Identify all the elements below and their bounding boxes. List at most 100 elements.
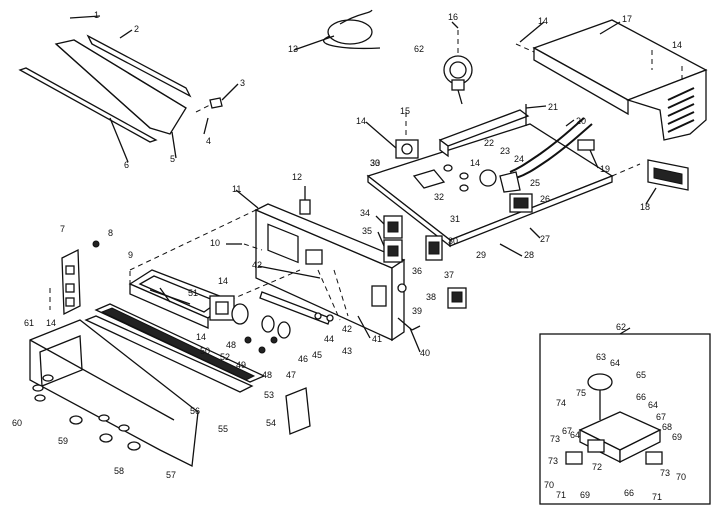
label-66a: 66 [636, 392, 646, 402]
part-38 [447, 287, 467, 309]
socket-12 [299, 186, 311, 215]
label-75: 75 [576, 388, 586, 398]
front-rail-52 [94, 303, 266, 383]
label-20: 20 [576, 116, 586, 126]
label-50: 50 [200, 346, 210, 356]
label-51: 51 [188, 288, 198, 298]
label-32: 32 [434, 192, 444, 202]
label-1: 1 [94, 10, 99, 20]
label-12: 12 [292, 172, 302, 182]
element-51 [209, 295, 235, 321]
label-14c: 14 [356, 116, 366, 126]
control-panel-61 [29, 319, 199, 467]
label-37: 37 [444, 270, 454, 280]
label-73a: 73 [550, 434, 560, 444]
screw-39 [397, 283, 407, 293]
label-40: 40 [420, 348, 430, 358]
switch-35 [383, 239, 403, 263]
label-33: 33 [370, 158, 380, 168]
switch-34 [383, 215, 403, 239]
label-48a: 48 [226, 340, 236, 350]
label-8: 8 [108, 228, 113, 238]
label-4: 4 [206, 136, 211, 146]
vent-duct-20 [509, 117, 595, 179]
label-14a: 14 [538, 16, 548, 26]
label-6: 6 [124, 160, 129, 170]
dashed-outline [129, 209, 301, 301]
relay-32 [412, 169, 446, 189]
label-23: 23 [500, 146, 510, 156]
bar-45 [259, 291, 331, 325]
switch-15 [395, 112, 419, 159]
label-72: 72 [592, 462, 602, 472]
label-65: 65 [636, 370, 646, 380]
label-14d: 14 [470, 158, 480, 168]
label-59: 59 [58, 436, 68, 446]
label-34: 34 [360, 208, 370, 218]
inset-box-62 [539, 327, 711, 505]
label-71b: 71 [652, 492, 662, 502]
trim-strip-2 [86, 34, 192, 98]
label-19: 19 [600, 164, 610, 174]
label-27: 27 [540, 234, 550, 244]
label-64c: 64 [570, 430, 580, 440]
label-70a: 70 [544, 480, 554, 490]
control-knobs [32, 374, 141, 451]
label-11: 11 [232, 184, 241, 194]
label-42a: 42 [252, 260, 262, 270]
inset-timer [587, 373, 613, 420]
label-22: 22 [484, 138, 494, 148]
trim-panel-5 [54, 39, 187, 135]
label-14e: 14 [218, 276, 228, 286]
label-28: 28 [524, 250, 534, 260]
label-54: 54 [266, 418, 276, 428]
sensor-22-25 [479, 169, 521, 193]
label-48b: 48 [262, 370, 272, 380]
side-bracket-7 [61, 248, 81, 316]
label-57: 57 [166, 470, 176, 480]
terminal-block-26 [509, 193, 533, 213]
label-35: 35 [362, 226, 372, 236]
inset-bracket [565, 411, 663, 465]
label-52: 52 [220, 352, 230, 362]
label-45: 45 [312, 350, 322, 360]
label-21: 21 [548, 102, 558, 112]
label-49: 49 [236, 360, 246, 370]
label-67a: 67 [656, 412, 666, 422]
label-74: 74 [556, 398, 566, 408]
label-58: 58 [114, 466, 124, 476]
label-10: 10 [210, 238, 220, 248]
label-17: 17 [622, 14, 632, 24]
gasket-50 [231, 303, 249, 325]
label-14g: 14 [196, 332, 206, 342]
label-69b: 69 [580, 490, 590, 500]
label-31: 31 [450, 214, 460, 224]
leader-lines [69, 15, 657, 353]
label-44: 44 [324, 334, 334, 344]
label-60: 60 [12, 418, 22, 428]
label-5: 5 [170, 154, 175, 164]
rear-panel-11 [254, 203, 406, 342]
label-3: 3 [240, 78, 245, 88]
top-cover-17 [515, 19, 708, 141]
label-18: 18 [640, 202, 650, 212]
label-64b: 64 [648, 400, 658, 410]
label-15: 15 [400, 106, 410, 116]
label-30b: 30 [448, 236, 458, 246]
label-43: 43 [342, 346, 352, 356]
label-68: 68 [662, 422, 672, 432]
clip-3 [209, 97, 223, 109]
label-14b: 14 [672, 40, 682, 50]
washer-49 [261, 315, 275, 333]
label-67b: 67 [562, 426, 572, 436]
timer-motor-62 [443, 30, 473, 105]
switch-37 [425, 235, 443, 261]
trim-strip-6 [18, 67, 158, 143]
plate-54 [285, 387, 311, 435]
label-62a: 62 [414, 44, 424, 54]
label-64a: 64 [610, 358, 620, 368]
screw-8 [92, 240, 100, 248]
label-46: 46 [298, 354, 308, 364]
label-9: 9 [128, 250, 133, 260]
